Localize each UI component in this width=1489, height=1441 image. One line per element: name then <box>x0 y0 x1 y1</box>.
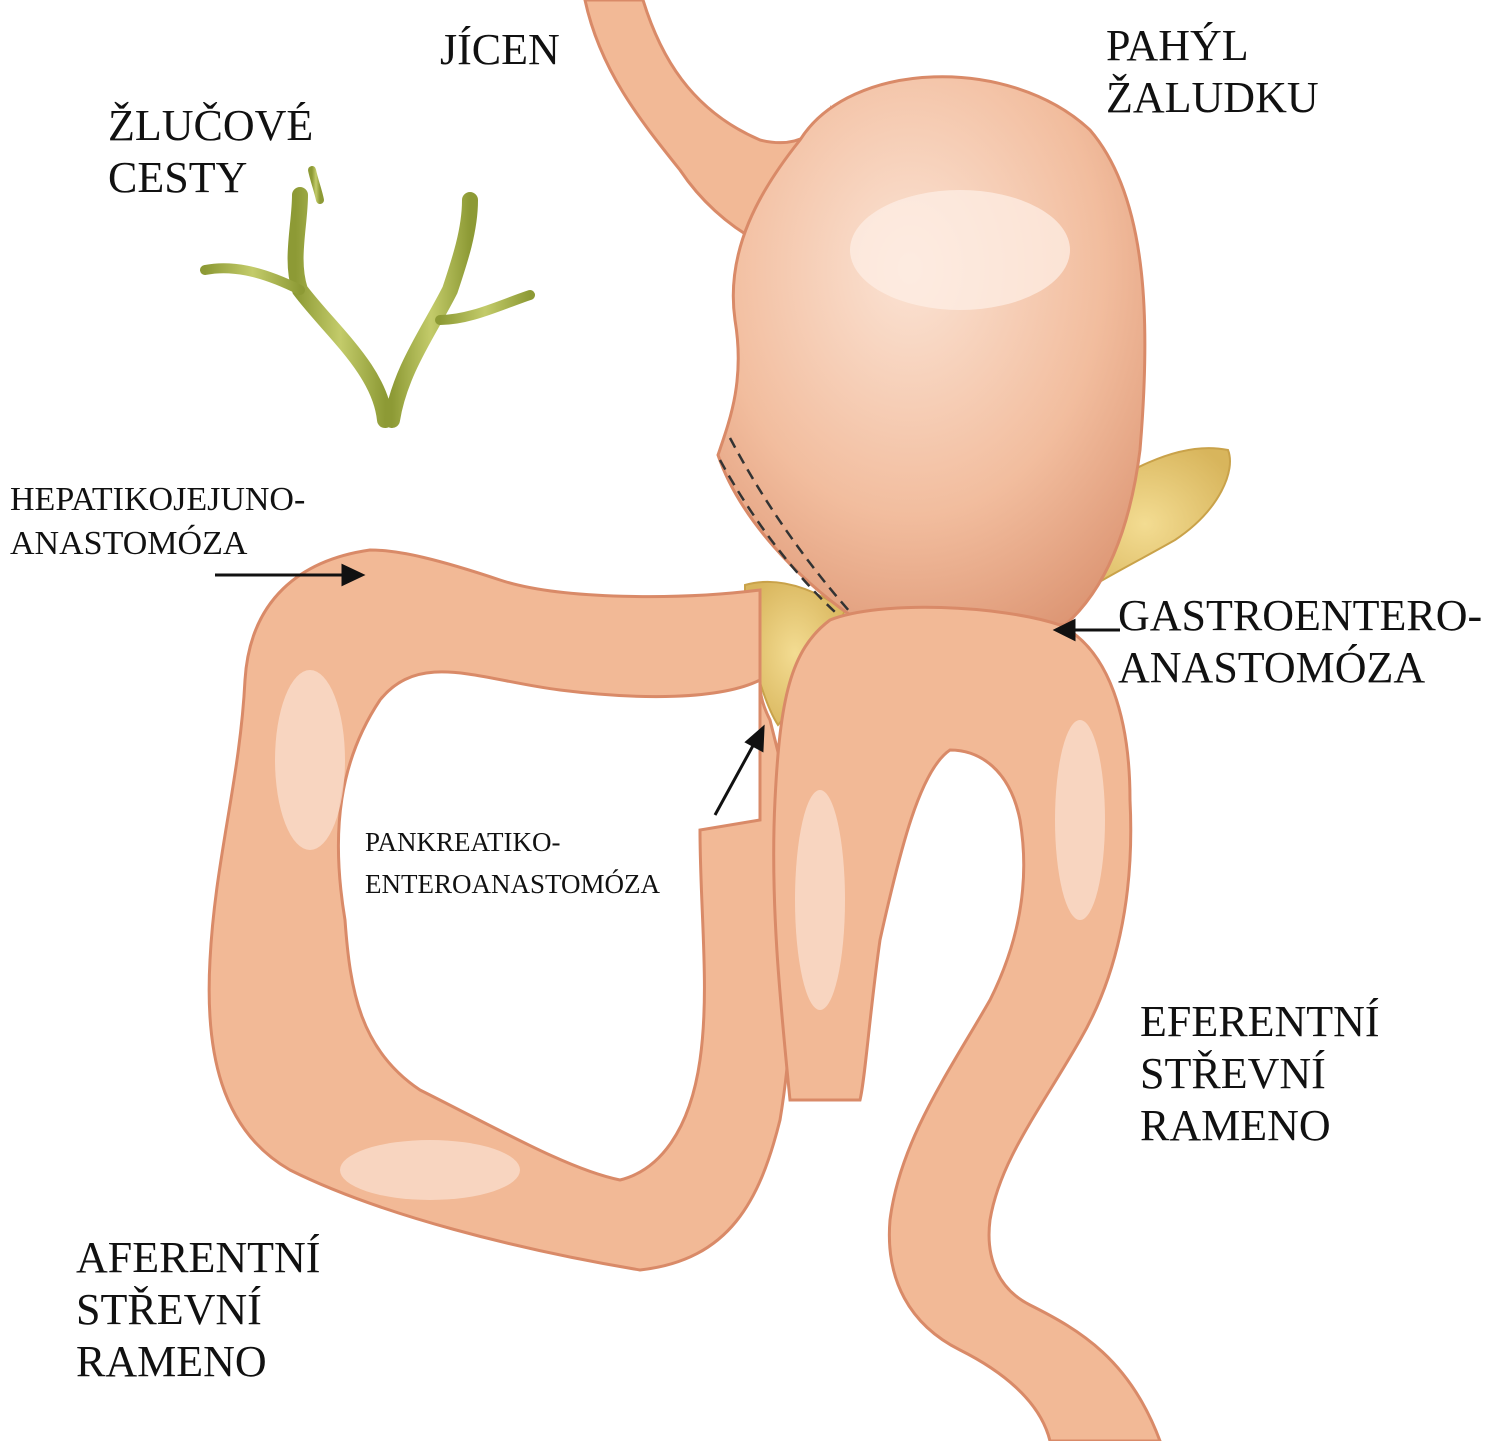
arrow-pankreatiko <box>715 742 755 815</box>
loop-highlight <box>795 790 845 1010</box>
arrowhead-pankreatiko <box>747 728 763 750</box>
label-gastroenteroanastomoza: GASTROENTERO- ANASTOMÓZA <box>1118 590 1482 694</box>
label-pankreatikoenteroanastomoza: PANKREATIKO- ENTEROANASTOMÓZA <box>365 822 660 906</box>
label-pahyl-zaludku: PAHÝL ŽALUDKU <box>1106 20 1319 124</box>
label-eferentni-strevni-rameno: EFERENTNÍ STŘEVNÍ RAMENO <box>1140 996 1380 1152</box>
label-zlucove-cesty: ŽLUČOVÉ CESTY <box>108 100 313 204</box>
label-aferentni-strevni-rameno: AFERENTNÍ STŘEVNÍ RAMENO <box>76 1232 320 1388</box>
stomach-highlight <box>850 190 1070 310</box>
efferent-limb <box>774 607 1160 1441</box>
loop-highlight <box>1055 720 1105 920</box>
loop-highlight <box>275 670 345 850</box>
label-hepatikojejunoanastomoza: HEPATIKOJEJUNO- ANASTOMÓZA <box>10 478 305 566</box>
loop-highlight <box>340 1140 520 1200</box>
label-jicen: JÍCEN <box>440 24 560 76</box>
